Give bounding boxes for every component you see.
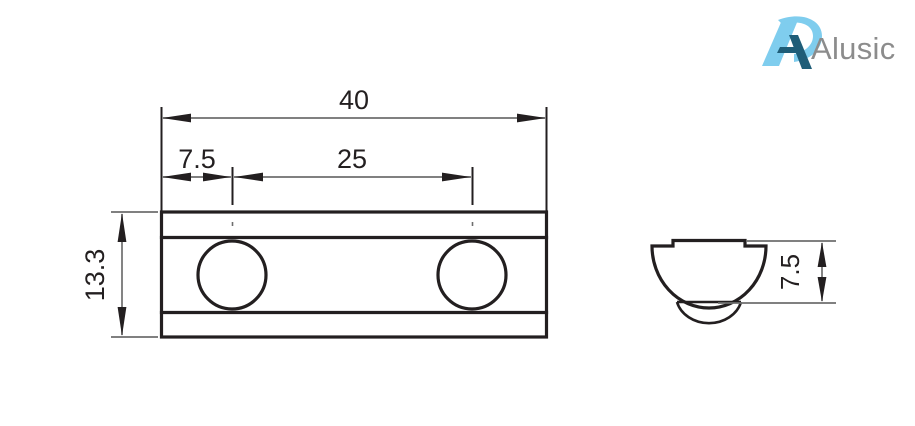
dimension-label-7-5-offset: 7.5 — [178, 144, 216, 174]
arrow-left — [162, 113, 191, 123]
section-profile-outline — [650, 238, 768, 310]
arrow-left — [234, 172, 263, 182]
arrow-left — [162, 172, 191, 182]
arrow-right — [517, 113, 546, 123]
dimension-edge-offset: 7.5 — [162, 144, 234, 205]
arrow-bottom — [117, 307, 127, 336]
dimension-overall-width: 40 — [160, 85, 548, 212]
arrow-top — [117, 213, 127, 242]
dimension-label-13-3: 13.3 — [80, 249, 110, 302]
dimension-overall-height: 13.3 — [80, 211, 158, 338]
dimension-label-7-5-section: 7.5 — [775, 254, 805, 290]
section-bottom-arc — [675, 301, 743, 325]
hole-left — [196, 239, 268, 311]
alusic-logo: Alusic — [762, 16, 896, 69]
section-view — [650, 238, 768, 325]
dimension-section-height: 7.5 — [718, 240, 836, 304]
arrow-right — [203, 172, 231, 182]
arrow-right — [442, 172, 471, 182]
front-view — [159, 210, 549, 339]
arrow-top — [817, 242, 827, 267]
profile-outer-rectangle — [159, 210, 549, 339]
hole-right — [436, 239, 508, 311]
arrow-bottom — [817, 277, 827, 302]
dimension-label-40: 40 — [339, 85, 369, 115]
alusic-r-a-logo — [762, 16, 822, 69]
dimension-label-25: 25 — [337, 144, 367, 174]
brand-name: Alusic — [811, 31, 896, 66]
dimension-hole-spacing: 25 — [234, 144, 474, 205]
